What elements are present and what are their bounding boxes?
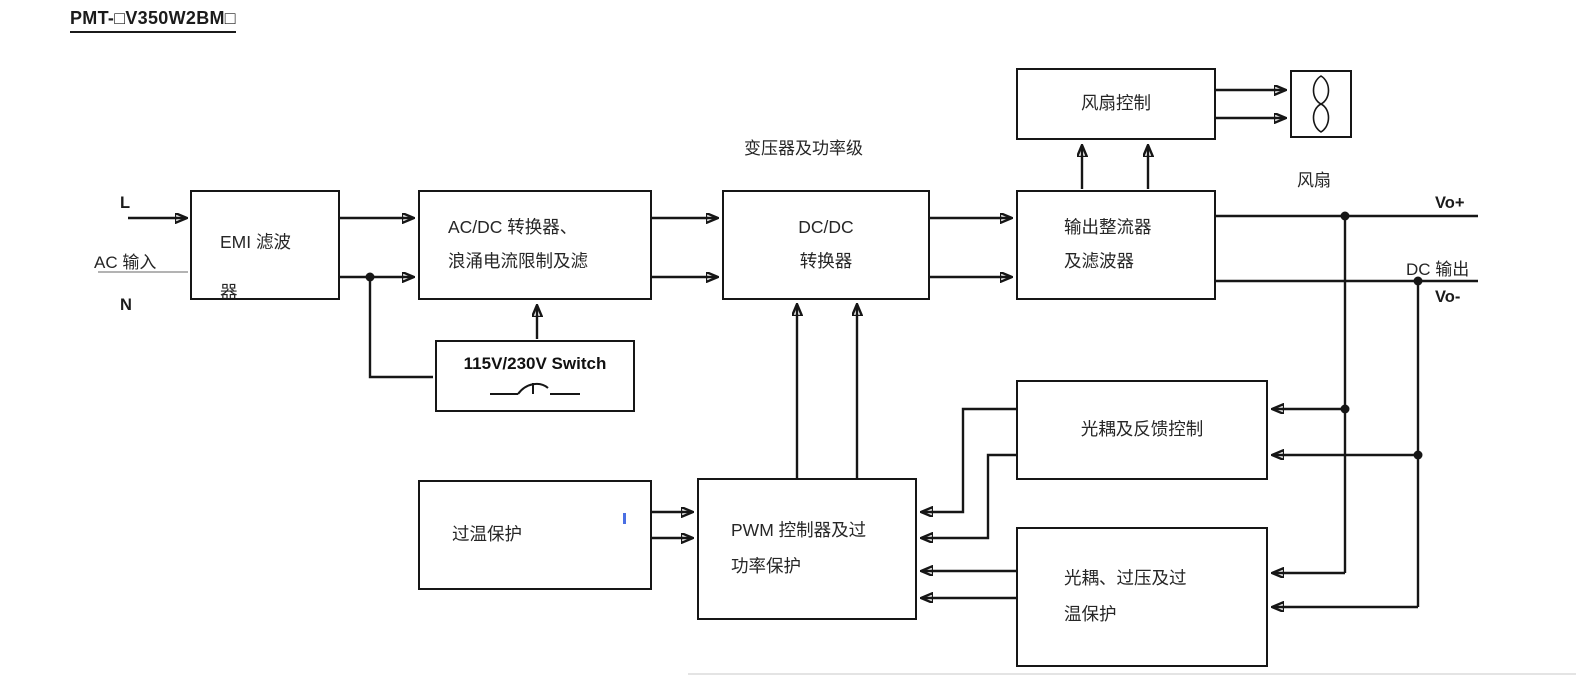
block-label: 风扇控制 xyxy=(1081,93,1151,114)
block-label: 器 xyxy=(220,282,238,300)
block-label: EMI 滤波 xyxy=(220,232,291,252)
label-fan: 风扇 xyxy=(1297,171,1331,190)
label-vo-minus: Vo- xyxy=(1435,288,1461,306)
fan-symbol-box xyxy=(1290,70,1352,138)
block-label: PWM 控制器及过 xyxy=(731,520,867,541)
block-label: 115V/230V Switch xyxy=(463,353,607,373)
block-label: 功率保护 xyxy=(731,556,801,576)
label-line-l: L xyxy=(120,194,131,212)
block-emi-filter: EMI 滤波 器 xyxy=(190,190,340,300)
block-opto-feedback: 光耦及反馈控制 xyxy=(1016,380,1268,480)
stray-cursor-mark xyxy=(623,513,626,524)
page-title: PMT-□V350W2BM□ xyxy=(70,8,236,33)
block-dcdc-converter: DC/DC 转换器 xyxy=(722,190,930,300)
label-neutral-n: N xyxy=(120,296,132,314)
block-output-rectifier: 输出整流器 及滤波器 xyxy=(1016,190,1216,300)
wire-feedback-pwm-2 xyxy=(922,453,1016,538)
block-over-temp-protection: 过温保护 xyxy=(418,480,652,590)
wire-switch-tap xyxy=(368,277,433,379)
label-vo-plus: Vo+ xyxy=(1435,194,1465,212)
block-label: 温保护 xyxy=(1064,604,1117,624)
block-label: 光耦及反馈控制 xyxy=(1080,419,1204,440)
block-voltage-switch: 115V/230V Switch xyxy=(435,340,635,412)
label-transformer-stage: 变压器及功率级 xyxy=(744,139,863,158)
block-pwm-controller: PWM 控制器及过 功率保护 xyxy=(697,478,917,620)
block-fan-control: 风扇控制 xyxy=(1016,68,1216,140)
block-label: 过温保护 xyxy=(452,524,522,545)
block-label: 光耦、过压及过 xyxy=(1064,568,1187,589)
block-label: 转换器 xyxy=(799,251,853,271)
block-label: 输出整流器 xyxy=(1064,217,1152,238)
block-label: 浪涌电流限制及滤 xyxy=(448,251,588,271)
switch-symbol-icon xyxy=(490,383,580,396)
block-label: 及滤波器 xyxy=(1064,251,1134,271)
label-ac-input: AC 输入 xyxy=(94,253,157,272)
block-label: AC/DC 转换器、 xyxy=(448,217,578,238)
wire-feedback-pwm-1 xyxy=(922,407,1016,512)
label-dc-output: DC 输出 xyxy=(1406,260,1470,279)
block-opto-ovp: 光耦、过压及过 温保护 xyxy=(1016,527,1268,667)
block-label: DC/DC xyxy=(798,217,854,238)
block-acdc-converter: AC/DC 转换器、 浪涌电流限制及滤 xyxy=(418,190,652,300)
fan-icon xyxy=(1312,75,1330,133)
